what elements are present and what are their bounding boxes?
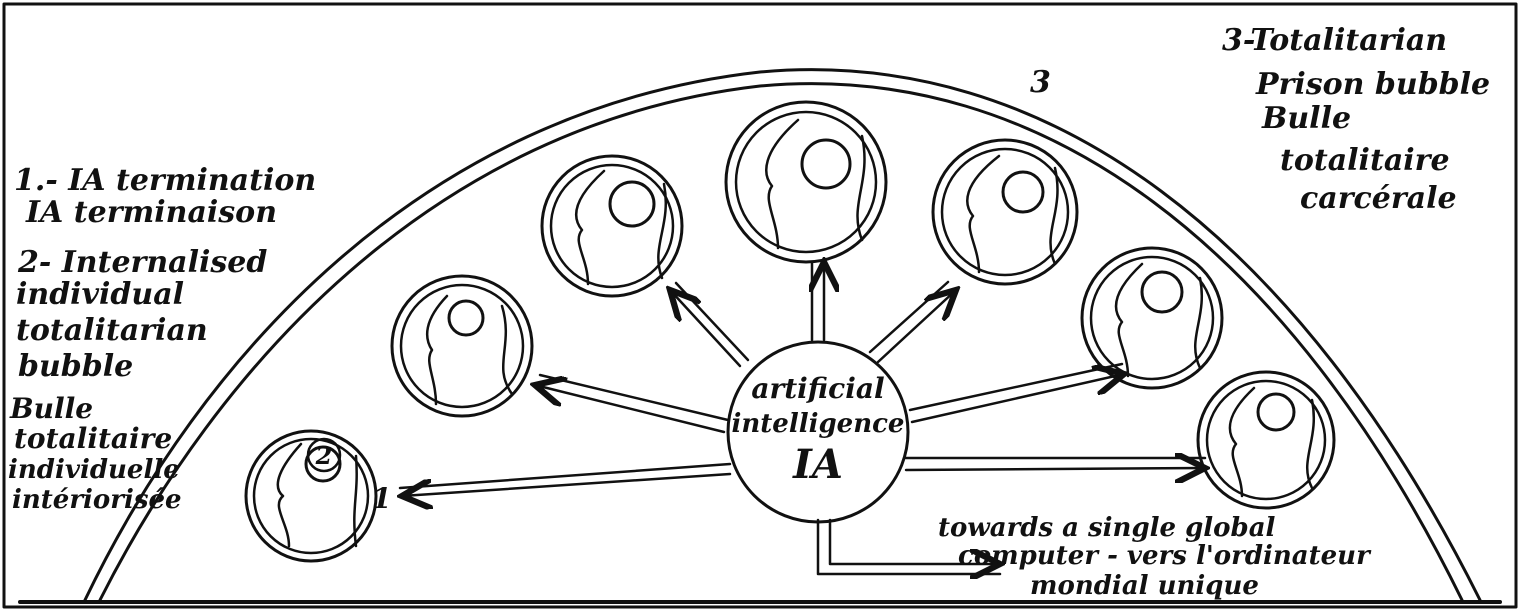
center-label-1: artificial: [751, 372, 884, 405]
global-note-line-1: towards a single global: [938, 513, 1276, 543]
right-legend-line-3: Bulle: [1261, 101, 1351, 136]
left-legend-line-1: 1.- IA termination: [14, 163, 316, 198]
bubble-number-3: 3: [1030, 65, 1051, 100]
global-note-line-2: computer - vers l'ordinateur: [958, 541, 1372, 571]
head-1-termination: [246, 431, 376, 561]
artificial-intelligence-node: artificial intelligence IA: [728, 342, 908, 522]
head-7: [1198, 372, 1334, 508]
left-legend-line-7: Bulle: [9, 392, 93, 425]
head-5: [933, 140, 1077, 284]
internal-number-2: 2: [315, 441, 333, 470]
right-legend-line-5: carcérale: [1300, 181, 1457, 216]
left-legend-line-10: intériorisée: [12, 485, 182, 515]
head-2-internalised: [392, 276, 532, 416]
center-label-3: IA: [792, 441, 843, 488]
global-computer-note: towards a single global computer - vers …: [938, 513, 1372, 601]
center-label-2: intelligence: [732, 409, 905, 439]
left-legend-line-8: totalitaire: [14, 422, 172, 455]
left-legend-line-4: individual: [16, 277, 184, 312]
head-6: [1082, 248, 1222, 388]
right-legend: 3-Totalitarian Prison bubble Bulle total…: [1222, 23, 1490, 216]
left-legend-line-5: totalitarian: [16, 313, 208, 348]
right-legend-line-2: Prison bubble: [1255, 67, 1490, 102]
right-legend-line-4: totalitaire: [1280, 143, 1450, 178]
left-legend-line-6: bubble: [18, 349, 133, 384]
left-legend-line-2: IA terminaison: [25, 195, 277, 230]
head-4: [726, 102, 886, 262]
left-legend-line-3: 2- Internalised: [17, 245, 267, 280]
right-legend-line-1: 3-Totalitarian: [1222, 23, 1447, 58]
left-legend: 1.- IA termination IA terminaison 2- Int…: [8, 163, 316, 515]
global-note-line-3: mondial unique: [1030, 571, 1259, 601]
termination-number-1: 1: [372, 482, 391, 515]
left-legend-line-9: individuelle: [8, 455, 180, 485]
head-3: [542, 156, 682, 296]
